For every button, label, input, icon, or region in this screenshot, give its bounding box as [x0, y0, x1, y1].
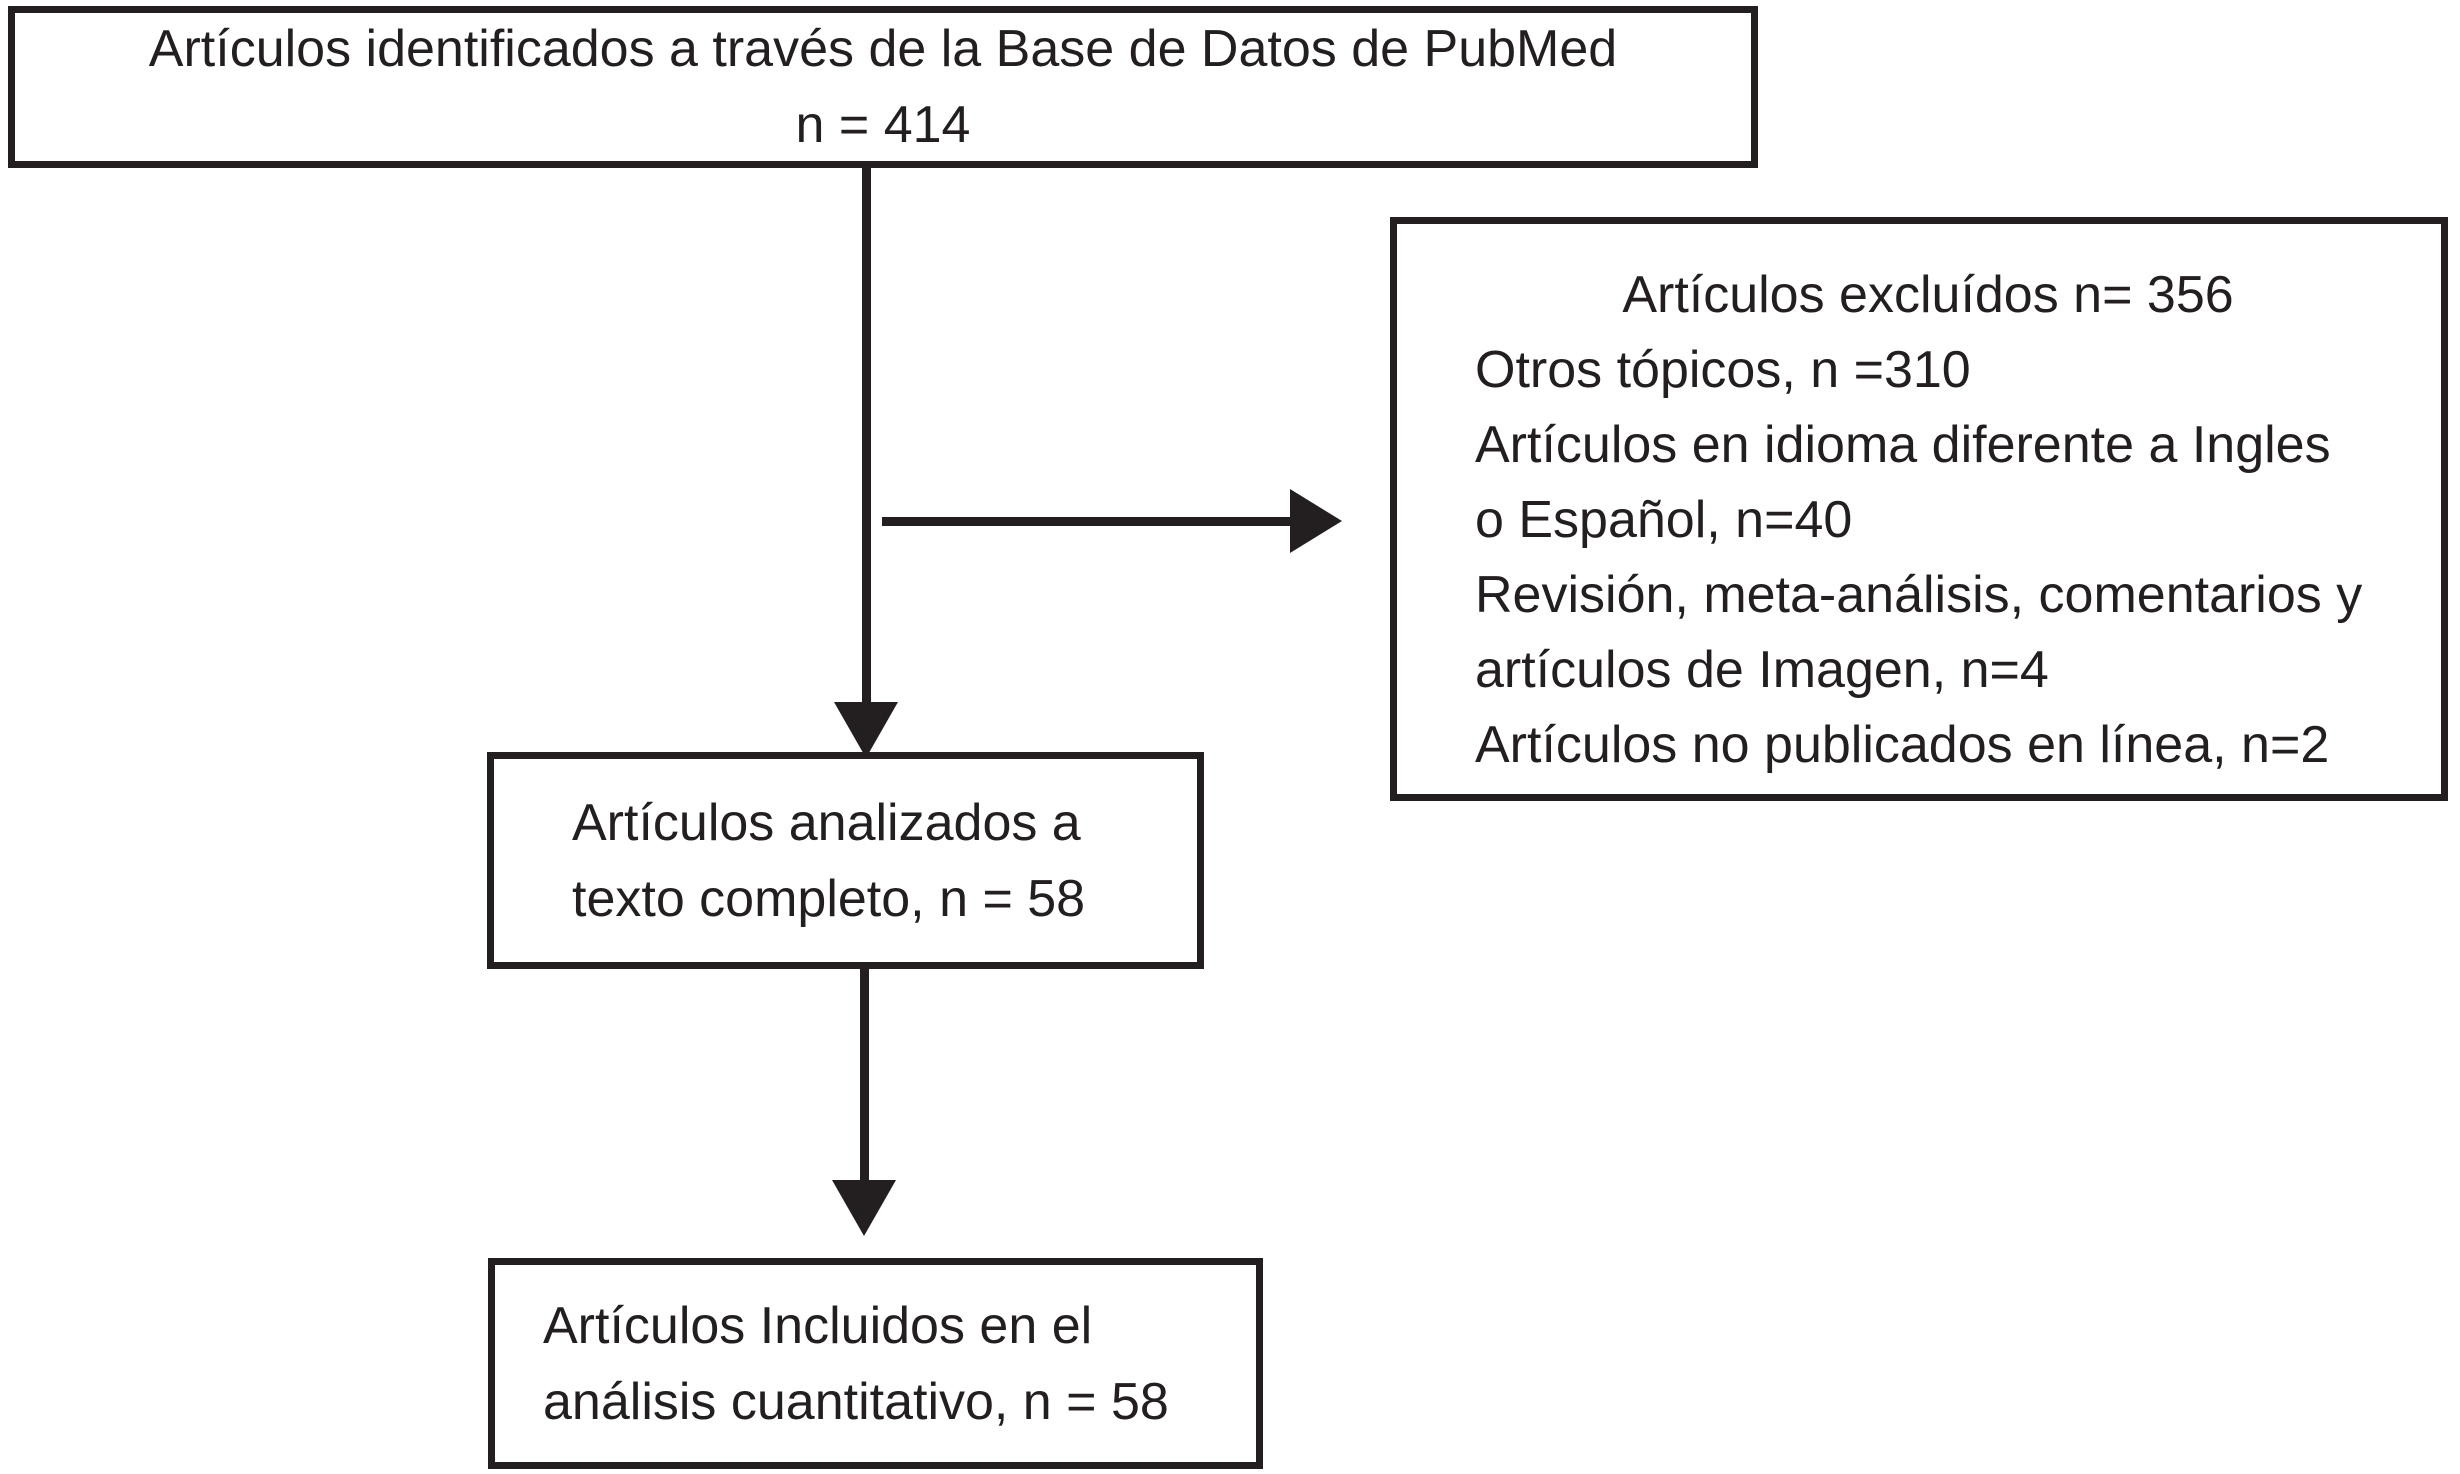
fulltext-analyzed-box: Artículos analizados a texto completo, n… — [487, 752, 1204, 969]
excluded-item-language-line1: Artículos en idioma diferente a Ingles — [1475, 416, 2331, 474]
included-articles-line1: Artículos Incluidos en el — [543, 1296, 1093, 1355]
arrow-right-shaft-to-excluded — [882, 517, 1290, 526]
excluded-item-reviews-line1: Revisión, meta-análisis, comentarios y — [1475, 566, 2363, 624]
fulltext-analyzed-line2: texto completo, n = 58 — [572, 869, 1086, 928]
arrow-down-head-icon — [832, 1180, 896, 1236]
identified-articles-box: Artículos identificados a través de la B… — [8, 6, 1758, 168]
excluded-item-other-topics: Otros tópicos, n =310 — [1475, 341, 1971, 399]
included-articles-box: Artículos Incluidos en el análisis cuant… — [488, 1258, 1263, 1469]
excluded-item-not-online: Artículos no publicados en línea, n=2 — [1475, 716, 2330, 774]
identified-articles-count: n = 414 — [795, 96, 971, 154]
excluded-articles-heading: Artículos excluídos n= 356 — [1622, 266, 2234, 324]
arrow-down-shaft-identified-to-fulltext — [862, 168, 871, 704]
arrow-down-head-icon — [834, 702, 898, 758]
included-articles-line2: análisis cuantitativo, n = 58 — [543, 1372, 1169, 1431]
excluded-item-language-line2: o Español, n=40 — [1475, 491, 1853, 549]
identified-articles-line: Artículos identificados a través de la B… — [148, 20, 1618, 78]
arrow-right-head-icon — [1290, 489, 1342, 553]
arrow-down-shaft-fulltext-to-included — [860, 969, 869, 1182]
excluded-item-reviews-line2: artículos de Imagen, n=4 — [1475, 641, 2049, 699]
fulltext-analyzed-line1: Artículos analizados a — [572, 793, 1081, 852]
excluded-articles-box: Artículos excluídos n= 356 Otros tópicos… — [1390, 217, 2448, 801]
